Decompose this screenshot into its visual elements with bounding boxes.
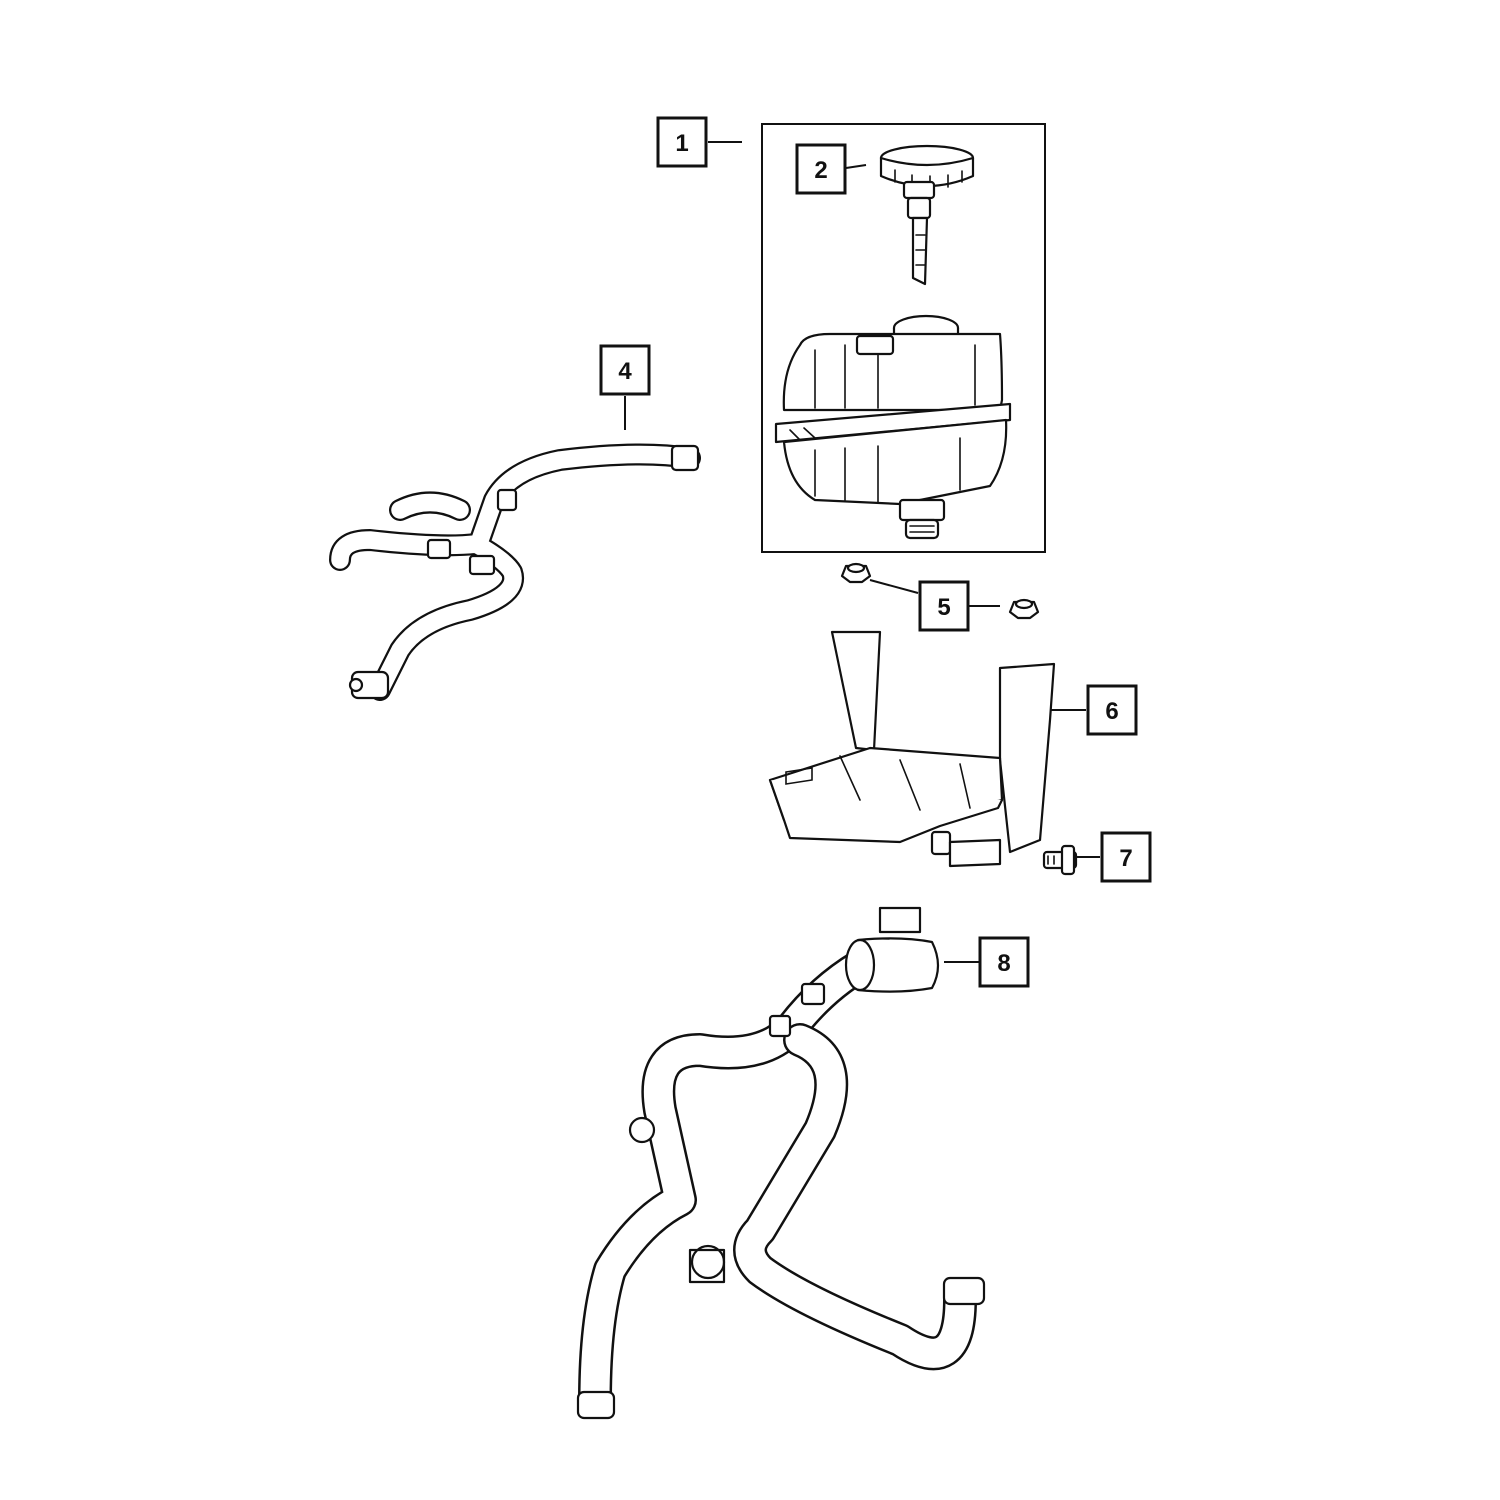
hose-assembly-large — [576, 906, 986, 1420]
hose-assembly-small — [329, 443, 701, 701]
leader-line-5a — [869, 579, 919, 594]
callout-7-label: 7 — [1119, 845, 1132, 872]
callout-2-label: 2 — [814, 157, 827, 184]
callout-4-label: 4 — [618, 358, 632, 385]
reservoir-bracket — [768, 630, 1056, 868]
callout-6-label: 6 — [1105, 698, 1118, 725]
leader-line-2 — [845, 164, 867, 169]
coolant-reservoir — [774, 314, 1012, 540]
callout-5: 5 — [918, 580, 970, 632]
nut-left — [840, 562, 872, 584]
callout-5-label: 5 — [937, 594, 950, 621]
callout-1: 1 — [656, 116, 708, 168]
bolt — [1042, 844, 1078, 876]
callout-1-label: 1 — [675, 130, 688, 157]
callout-2: 2 — [795, 143, 847, 195]
callout-7: 7 — [1100, 831, 1152, 883]
nut-right — [1008, 598, 1040, 620]
reservoir-assembly-frame — [761, 123, 1046, 553]
callout-8: 8 — [978, 936, 1030, 988]
pressure-cap — [879, 144, 975, 286]
callout-4: 4 — [599, 344, 651, 396]
callout-8-label: 8 — [997, 950, 1010, 977]
callout-6: 6 — [1086, 684, 1138, 736]
